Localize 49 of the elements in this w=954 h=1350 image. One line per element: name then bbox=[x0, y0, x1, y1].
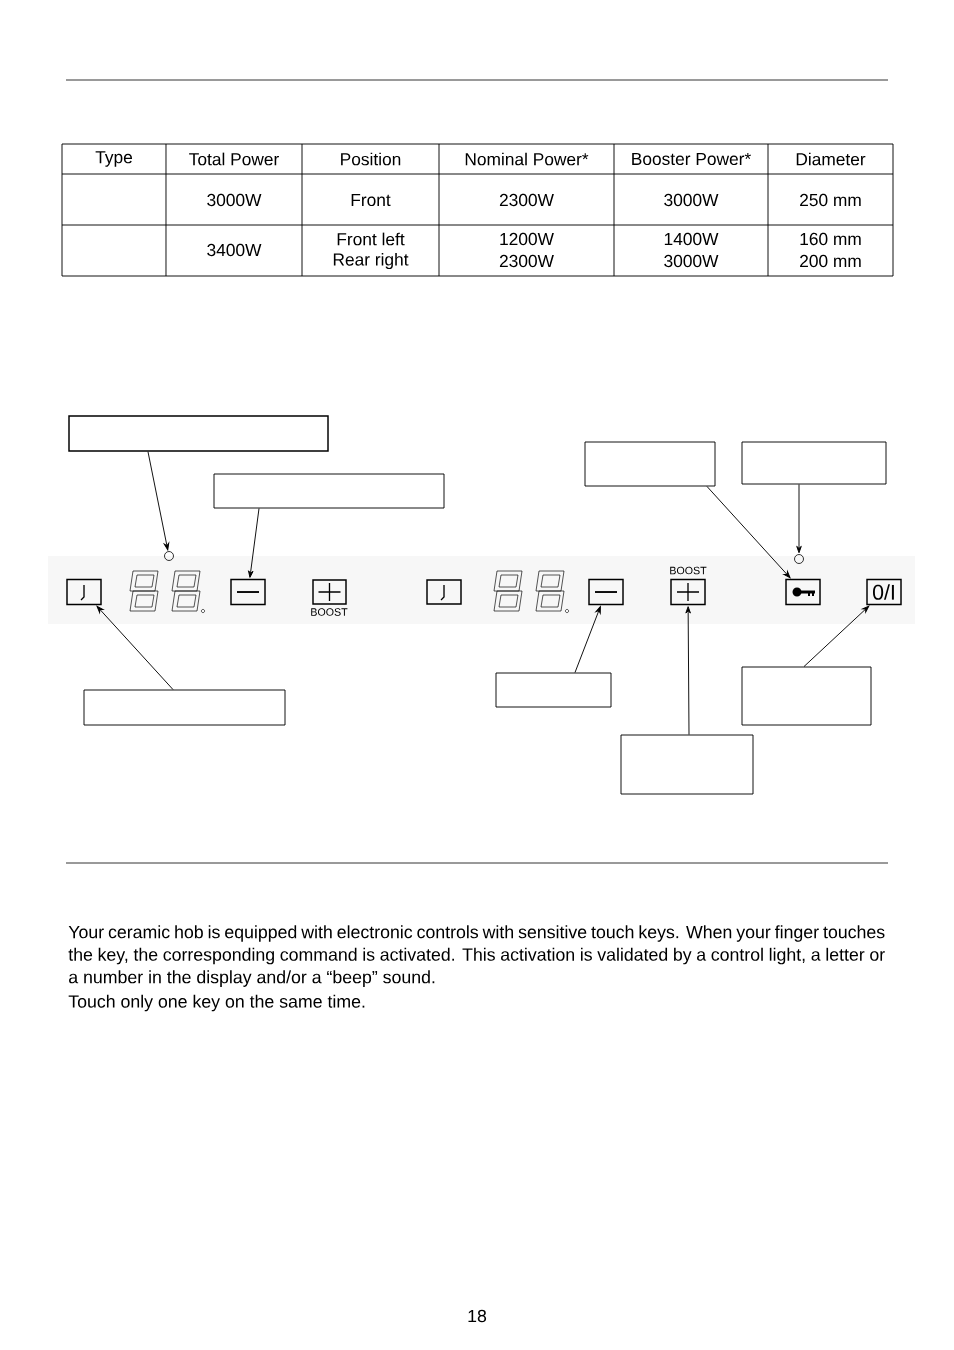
leader-arrow bbox=[803, 605, 870, 667]
leader-arrow bbox=[685, 606, 691, 735]
indicator-light bbox=[164, 551, 174, 561]
callout-box bbox=[495, 672, 612, 708]
table-cell: 2300W bbox=[499, 254, 554, 268]
callout-box bbox=[68, 415, 329, 452]
leader-arrow bbox=[574, 606, 601, 673]
paragraph: Touch only one key on the same time. bbox=[68, 994, 365, 1012]
clock-key bbox=[66, 578, 102, 606]
callout-box bbox=[584, 441, 716, 487]
table-cell: 2300W bbox=[499, 193, 554, 207]
key-label: BOOST bbox=[311, 608, 348, 616]
callout-box bbox=[83, 689, 286, 726]
table-cell: 3000W bbox=[664, 254, 719, 268]
lock-key bbox=[785, 578, 821, 606]
leader-arrow bbox=[248, 508, 260, 578]
table-cell: 3000W bbox=[664, 193, 719, 207]
indicator-light bbox=[794, 554, 804, 564]
page-number: 18 bbox=[468, 1309, 487, 1323]
callout-box bbox=[213, 473, 445, 509]
table-cell: 1400W bbox=[664, 232, 719, 246]
minus-key bbox=[230, 578, 266, 606]
table-cell: 3400W bbox=[207, 243, 262, 257]
node-label: BOOST bbox=[670, 566, 707, 575]
table-cell: Rear right bbox=[333, 252, 409, 270]
table-cell: Position bbox=[341, 152, 401, 166]
table-cell: 1200W bbox=[500, 232, 554, 246]
table-cell: 160 mm bbox=[800, 232, 861, 246]
callout-box bbox=[741, 666, 872, 726]
leader-arrow bbox=[147, 451, 170, 551]
table-cell: Front left bbox=[337, 232, 405, 246]
minus-key bbox=[588, 578, 624, 606]
callout-box bbox=[741, 441, 887, 485]
boost-key: BOOST bbox=[670, 566, 707, 606]
leader-arrow bbox=[706, 486, 791, 579]
paragraph: Your ceramic hob is equipped with electronic controls with sensitive touch keys. When your finger touches the key, the corresponding command is activated. This activation is validated by a control light, a letter or a number in the display and/or a “beep” sound. bbox=[68, 925, 885, 987]
table-cell: Total Power bbox=[189, 152, 279, 166]
table-cell: Diameter bbox=[796, 152, 866, 166]
table-cell: 200 mm bbox=[800, 254, 861, 268]
leader-arrow bbox=[796, 484, 802, 554]
leader-arrow bbox=[96, 605, 174, 690]
table-cell: Nominal Power* bbox=[465, 152, 589, 166]
table-cell: Booster Power* bbox=[632, 152, 751, 166]
power-key: 0/I bbox=[866, 578, 902, 606]
table-cell: 3000W bbox=[207, 193, 262, 207]
table-cell: Type bbox=[95, 151, 132, 167]
table-cell: 250 mm bbox=[800, 193, 861, 207]
table-cell: Front bbox=[351, 193, 391, 207]
callout-box bbox=[620, 734, 754, 795]
